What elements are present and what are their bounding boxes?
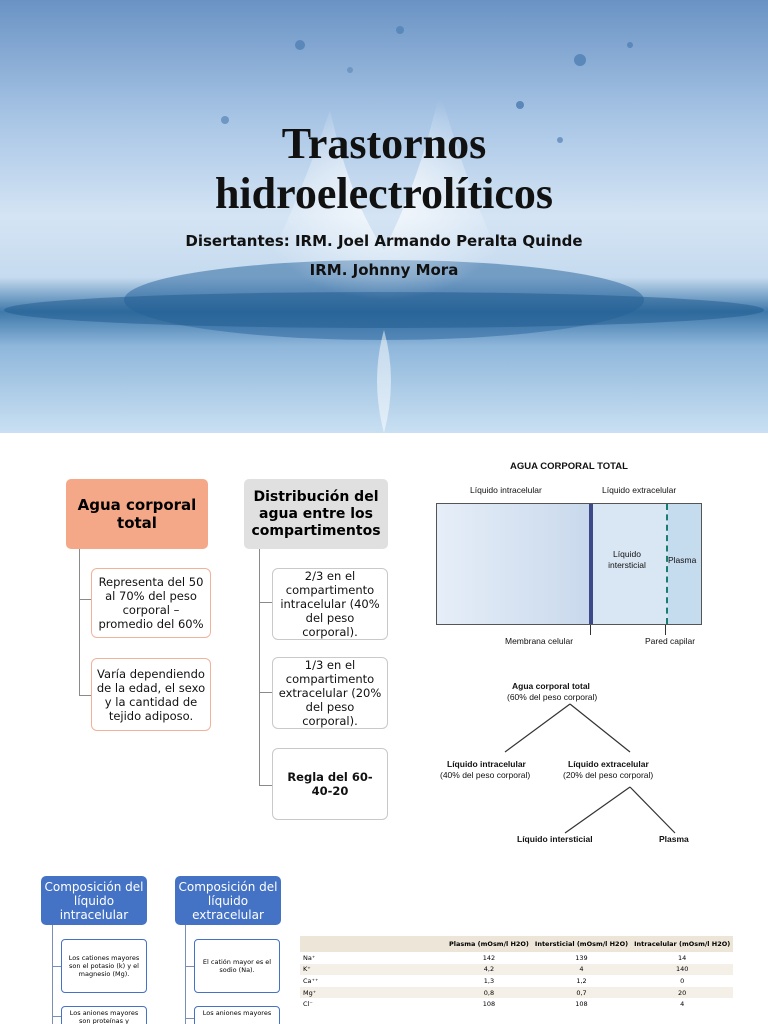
- header-intracellular-composition: Composición del líquido intracelular: [41, 876, 147, 925]
- slide-title-line2: hidroelectrolíticos: [214, 169, 554, 218]
- table-cell: 4: [531, 963, 632, 976]
- label-interstitial: Líquido intersticial: [608, 549, 646, 570]
- distribution-tree-lines: [504, 703, 676, 834]
- label-plasma: Plasma: [668, 555, 697, 565]
- tree-left: Líquido intracelular: [447, 759, 526, 769]
- header-water-distribution: Distribución del agua entre los comparti…: [244, 479, 388, 549]
- connector-line: [79, 695, 91, 696]
- tree-root: Agua corporal total: [512, 681, 590, 691]
- table-row: Cl⁻ 108 108 4: [300, 998, 733, 1010]
- table-cell: 14: [678, 953, 687, 962]
- connector-line: [185, 925, 186, 1024]
- table-header-cell: [300, 936, 446, 952]
- table-cell: 108: [575, 1000, 588, 1009]
- compartments-box: [436, 503, 702, 625]
- table-cell: 0: [680, 976, 685, 985]
- table-cell: Cl⁻: [303, 1000, 313, 1009]
- connector-line: [259, 785, 272, 786]
- table-cell: 0,7: [531, 986, 632, 999]
- table-header-cell: Intersticial (mOsm/l H2O): [531, 936, 632, 952]
- table-cell: Ca⁺⁺: [303, 976, 319, 985]
- table-cell: 140: [631, 963, 734, 976]
- table-cell: 1,3: [483, 976, 495, 985]
- label-cell-membrane: Membrana celular: [505, 636, 574, 646]
- tree-leaf-plasma: Plasma: [659, 834, 689, 844]
- presenters-line2: IRM. Johnny Mora: [309, 261, 459, 279]
- table-cell: 4,2: [446, 963, 532, 976]
- label-capillary-wall: Pared capilar: [645, 636, 696, 646]
- intracellular-area: [437, 504, 589, 624]
- composition-slide: Composición del líquido intracelular Los…: [0, 866, 768, 1024]
- table-cell: 139: [575, 953, 588, 962]
- header-extracellular-composition: Composición del líquido extracelular: [175, 876, 281, 925]
- info-card: Representa del 50 al 70% del peso corpor…: [91, 568, 211, 638]
- info-card: 1/3 en el compartimento extracelular (20…: [272, 657, 388, 729]
- info-card: Los aniones mayores: [194, 1006, 280, 1024]
- plasma-area: [668, 504, 701, 624]
- pointer-line: [590, 625, 591, 635]
- info-card: Los aniones mayores son proteínas y: [61, 1006, 147, 1024]
- info-card: Los cationes mayores son el potasio (k) …: [61, 939, 147, 993]
- table-cell: Na⁺: [303, 953, 316, 962]
- capillary-wall: [666, 504, 668, 624]
- info-card: Regla del 60-40-20: [272, 748, 388, 820]
- info-card: 2/3 en el compartimento intracelular (40…: [272, 568, 388, 640]
- tree-leaf-interstitial: Líquido intersticial: [517, 834, 593, 844]
- osmolarity-table: Plasma (mOsm/l H2O) Intersticial (mOsm/l…: [300, 936, 734, 1010]
- connector-line: [259, 602, 272, 603]
- table-cell: 0,8: [446, 986, 532, 999]
- connector-line: [259, 549, 260, 785]
- connector-line: [79, 549, 80, 695]
- connector-line: [52, 925, 53, 1024]
- water-splash-image: [4, 26, 764, 433]
- connector-line: [79, 599, 91, 600]
- info-card: Varía dependiendo de la edad, el sexo y …: [91, 658, 211, 731]
- cell-membrane: [589, 504, 593, 624]
- body-water-slide: Agua corporal total Representa del 50 al…: [0, 445, 768, 855]
- header-total-body-water: Agua corporal total: [66, 479, 208, 549]
- table-cell: 20: [631, 986, 734, 999]
- table-cell: 108: [482, 1000, 496, 1009]
- tree-root-sub: (60% del peso corporal): [507, 692, 598, 702]
- table-header-cell: Plasma (mOsm/l H2O): [446, 936, 532, 952]
- table-row: K⁺ 4,2 4 140: [300, 963, 734, 976]
- table-header-row: Plasma (mOsm/l H2O) Intersticial (mOsm/l…: [300, 936, 734, 952]
- connector-line: [52, 1016, 61, 1017]
- table-cell: 1,2: [576, 976, 587, 985]
- pointer-line: [665, 625, 666, 635]
- table-cell: 4: [680, 1000, 685, 1009]
- label-extracellular: Líquido extracelular: [602, 485, 677, 495]
- table-cell: Mg⁺: [300, 986, 446, 999]
- table-header-cell: Intracelular (mOsm/l H2O): [631, 936, 734, 952]
- table-row: Mg⁺ 0,8 0,7 20: [300, 986, 734, 999]
- connector-line: [185, 1018, 194, 1019]
- label-intracellular: Líquido intracelular: [470, 485, 542, 495]
- connector-line: [259, 692, 272, 693]
- tree-left-sub: (40% del peso corporal): [440, 770, 531, 780]
- connector-line: [52, 966, 61, 967]
- title-slide: Trastornos hidroelectrolíticos Disertant…: [0, 0, 768, 433]
- diagram-title: AGUA CORPORAL TOTAL: [510, 461, 628, 472]
- tree-right-sub: (20% del peso corporal): [563, 770, 654, 780]
- table-row: Na⁺ 142 139 14: [300, 952, 733, 964]
- table-row: Ca⁺⁺ 1,3 1,2 0: [300, 975, 733, 987]
- presenters-line1: Disertantes: IRM. Joel Armando Peralta Q…: [185, 232, 583, 250]
- connector-line: [185, 966, 194, 967]
- table-cell: K⁺: [300, 963, 446, 976]
- table-cell: 142: [482, 953, 496, 962]
- info-card: El catión mayor es el sodio (Na).: [194, 939, 280, 993]
- tree-right: Líquido extracelular: [568, 759, 649, 769]
- slide-title-line1: Trastornos: [281, 119, 487, 168]
